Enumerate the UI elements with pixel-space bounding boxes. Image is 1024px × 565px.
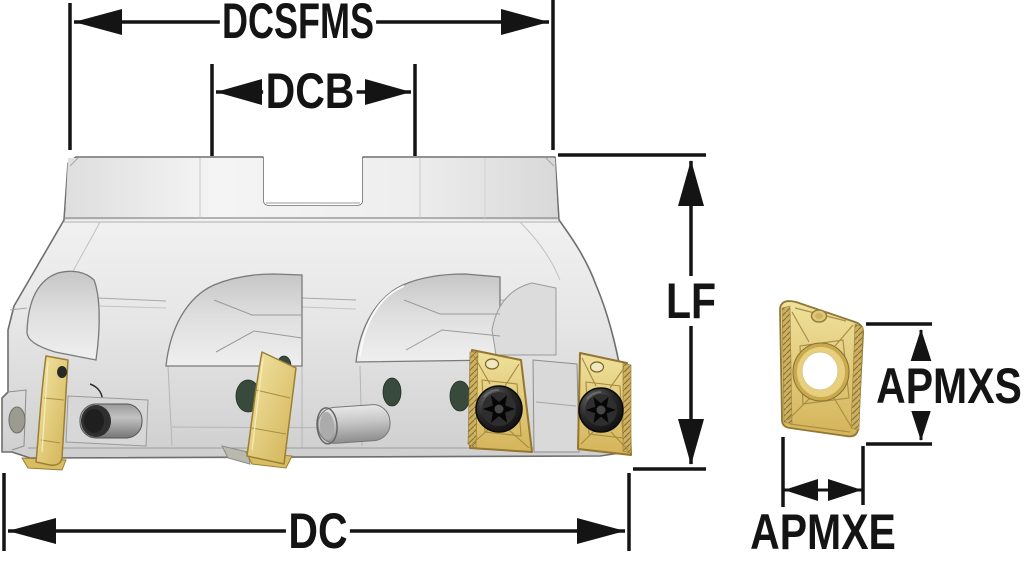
label-apmxs: APMXS: [873, 361, 1024, 411]
flute-gullets: [26, 270, 557, 367]
arrowhead-right-icon: [501, 9, 549, 35]
label-apmxe: APMXE: [747, 507, 899, 557]
left-step-hole: [8, 406, 26, 434]
arrowhead-up-icon: [678, 160, 704, 206]
coolant-cylinder-middle: [316, 404, 391, 445]
apmx-insert-illustration: [779, 300, 864, 438]
hub-face: [65, 158, 558, 220]
label-dcb: DCB: [263, 66, 357, 116]
arrowhead-down-icon: [910, 407, 932, 441]
insert-face-1: [467, 349, 533, 453]
dim-apmxs: [866, 322, 932, 446]
arrowhead-left-icon: [216, 79, 262, 105]
label-lf: LF: [663, 276, 719, 326]
arrowhead-down-icon: [678, 419, 704, 465]
arrowhead-left-icon: [74, 9, 122, 35]
insert-face-2: [577, 352, 632, 456]
pocket-line: [535, 401, 577, 407]
insert-side-left: [21, 355, 69, 471]
arrowhead-right-icon: [365, 79, 411, 105]
cutter-body: [1, 156, 628, 471]
dim-apmxe: [781, 437, 865, 511]
torx-screw-icon: [578, 387, 624, 433]
arrowhead-left-icon: [8, 518, 56, 544]
torx-screw-icon: [475, 385, 523, 433]
coolant-cylinder-left: [65, 395, 149, 447]
arrowhead-up-icon: [910, 329, 932, 363]
arrowhead-right-icon: [577, 518, 625, 544]
label-dcsfms: DCSFMS: [219, 0, 377, 46]
insert-side-middle: [221, 351, 297, 469]
arrowhead-right-icon: [828, 479, 862, 501]
arrowhead-left-icon: [784, 479, 818, 501]
label-dc: DC: [285, 506, 351, 556]
insert-pocket-wedge: [532, 359, 580, 453]
